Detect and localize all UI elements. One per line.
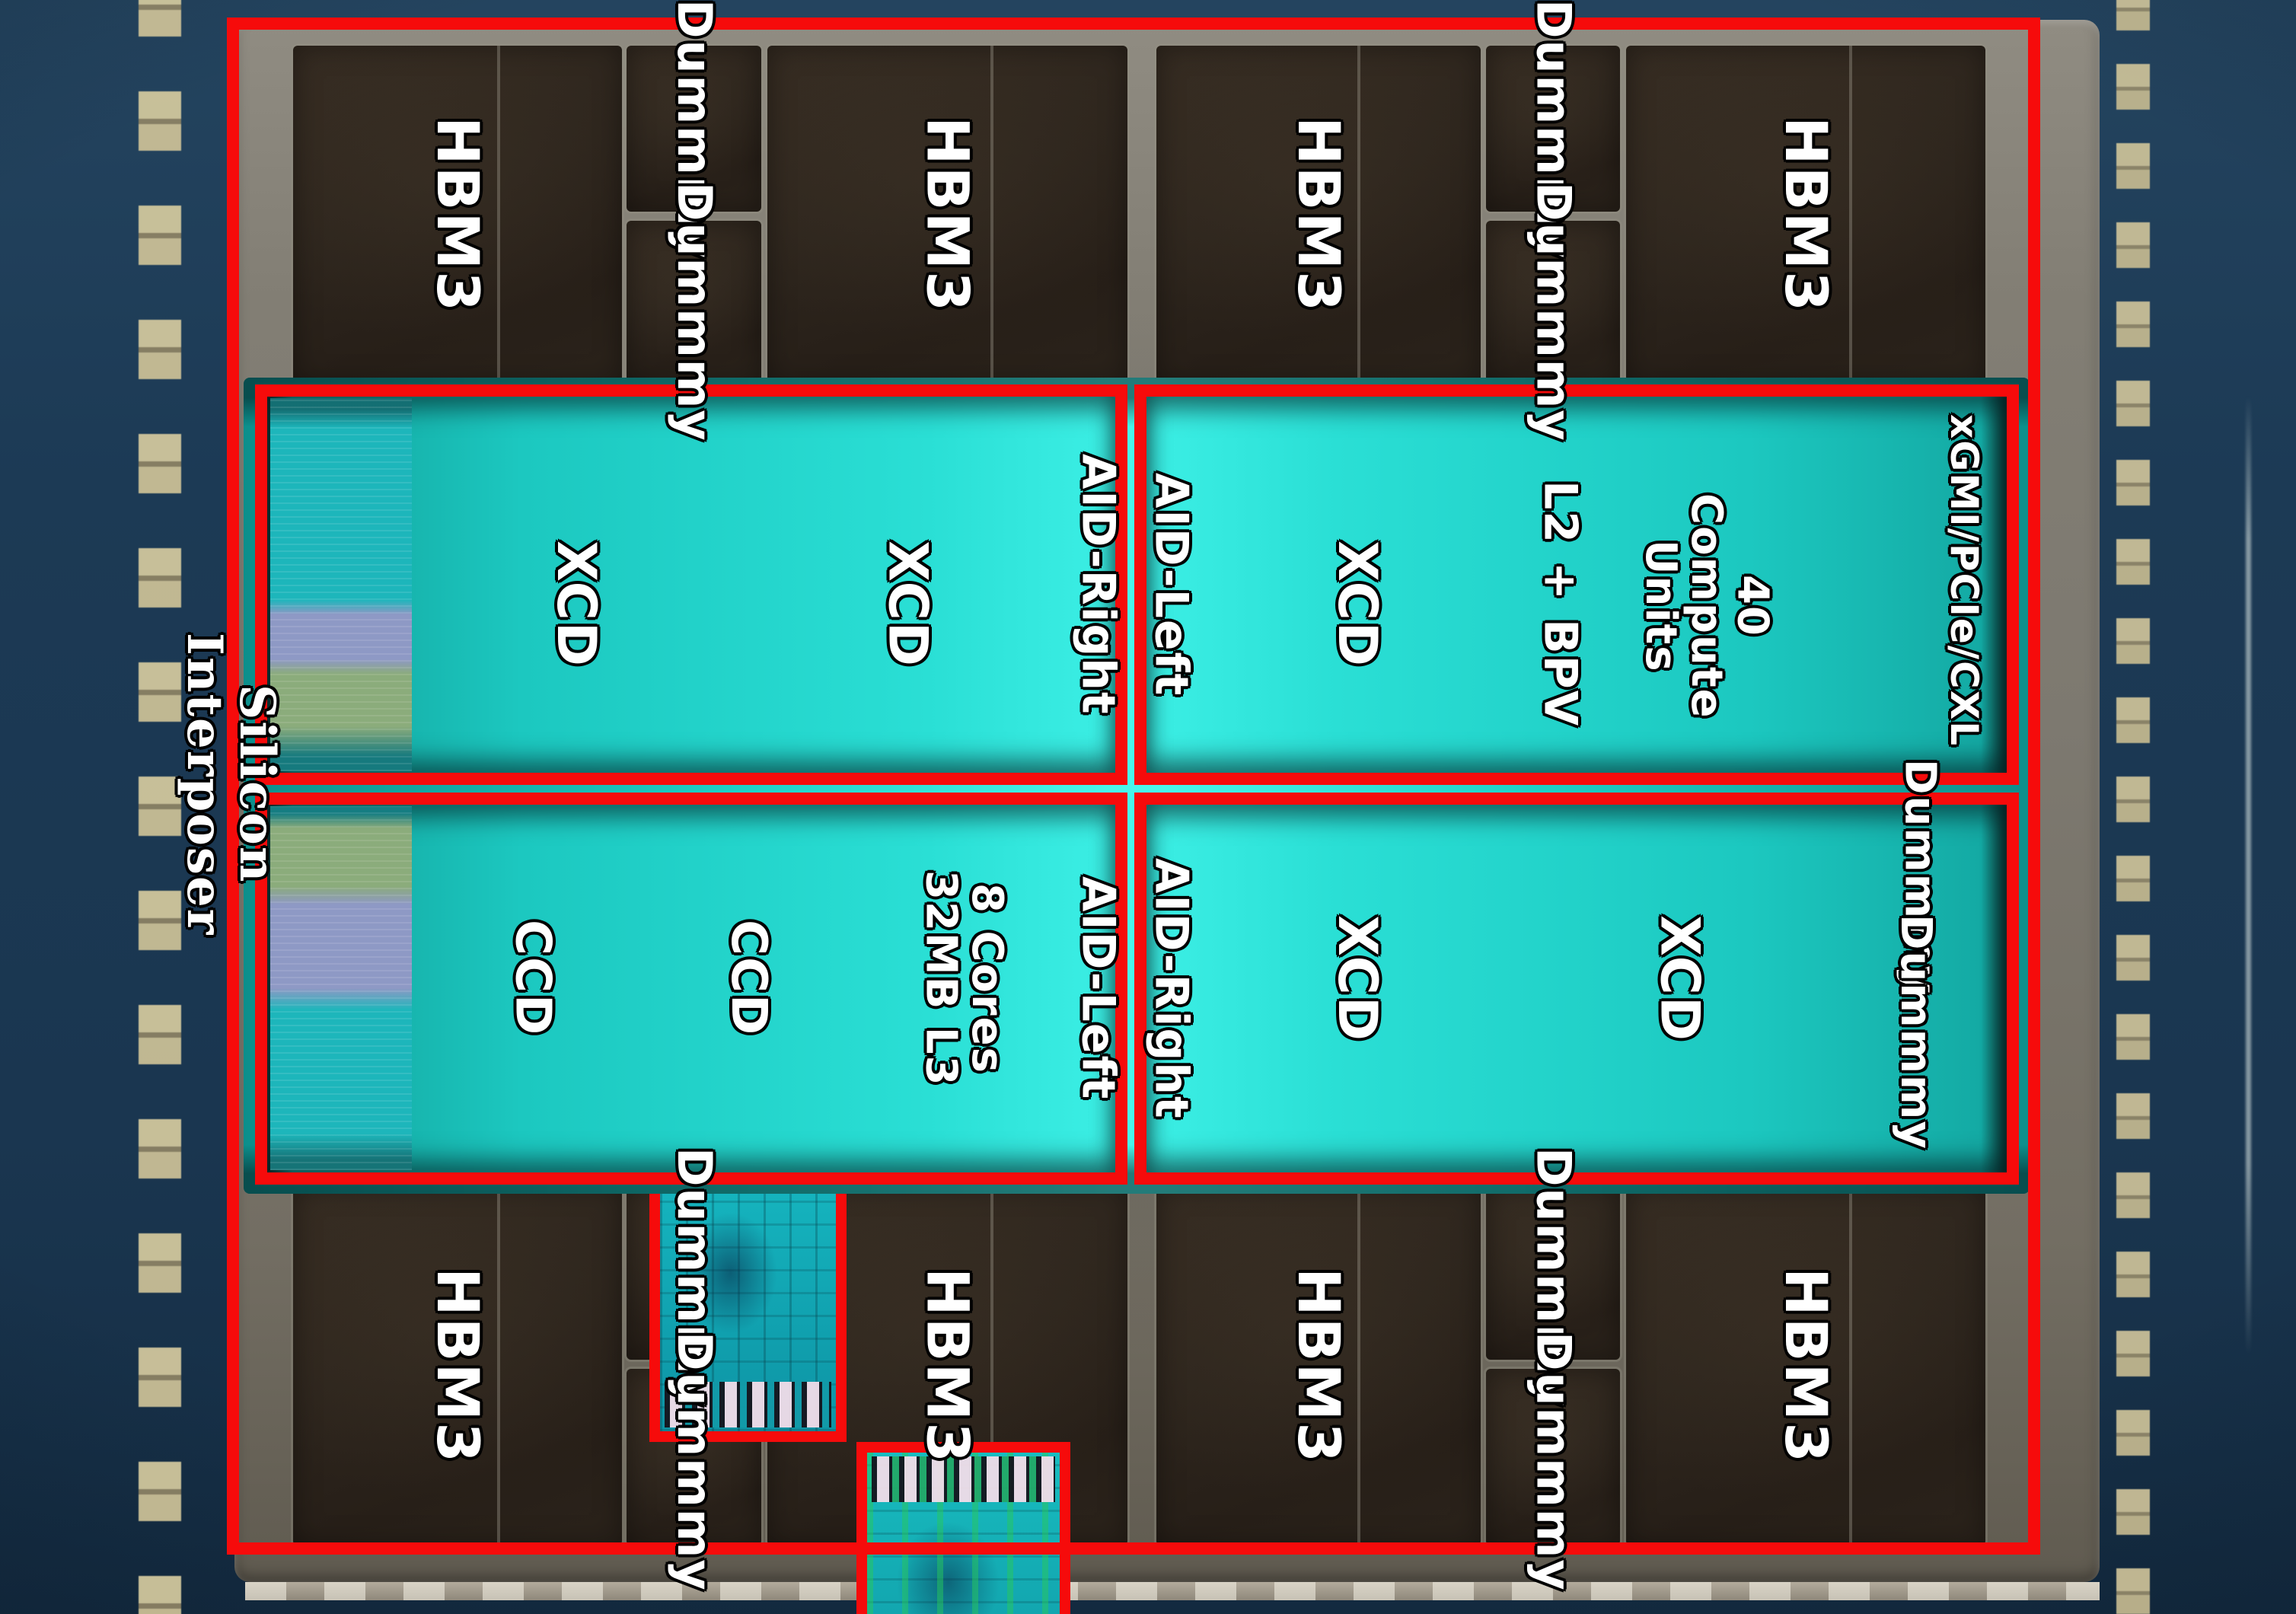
hbm3-die bbox=[1626, 1186, 1985, 1545]
cores-l3-box bbox=[856, 1442, 1070, 1614]
interposer-strip bbox=[270, 806, 412, 1170]
hbm3-die bbox=[293, 1186, 622, 1545]
aid-quadrant-top-right bbox=[1134, 384, 2019, 785]
substrate-scratch bbox=[2246, 396, 2251, 1355]
interposer-strip bbox=[270, 398, 412, 771]
dummy-die bbox=[1486, 221, 1620, 384]
dummy-die bbox=[1486, 1186, 1620, 1360]
dummy-die bbox=[627, 46, 761, 212]
outer-annotation-box bbox=[227, 18, 2040, 1555]
pad-column-left bbox=[139, 0, 181, 1614]
dummy-die bbox=[1486, 1369, 1620, 1545]
hbm3-die bbox=[1156, 1186, 1481, 1545]
hbm3-die bbox=[767, 46, 1127, 384]
hbm3-die bbox=[1156, 46, 1481, 384]
hbm3-die bbox=[293, 46, 622, 384]
pad-column-right bbox=[2116, 0, 2150, 1614]
dummy-die bbox=[627, 221, 761, 384]
aid-quadrant-bottom-right bbox=[1134, 793, 2019, 1185]
dummy-die bbox=[1486, 46, 1620, 212]
hbm3-die bbox=[1626, 46, 1985, 384]
pad-row-bottom bbox=[245, 1582, 2100, 1600]
